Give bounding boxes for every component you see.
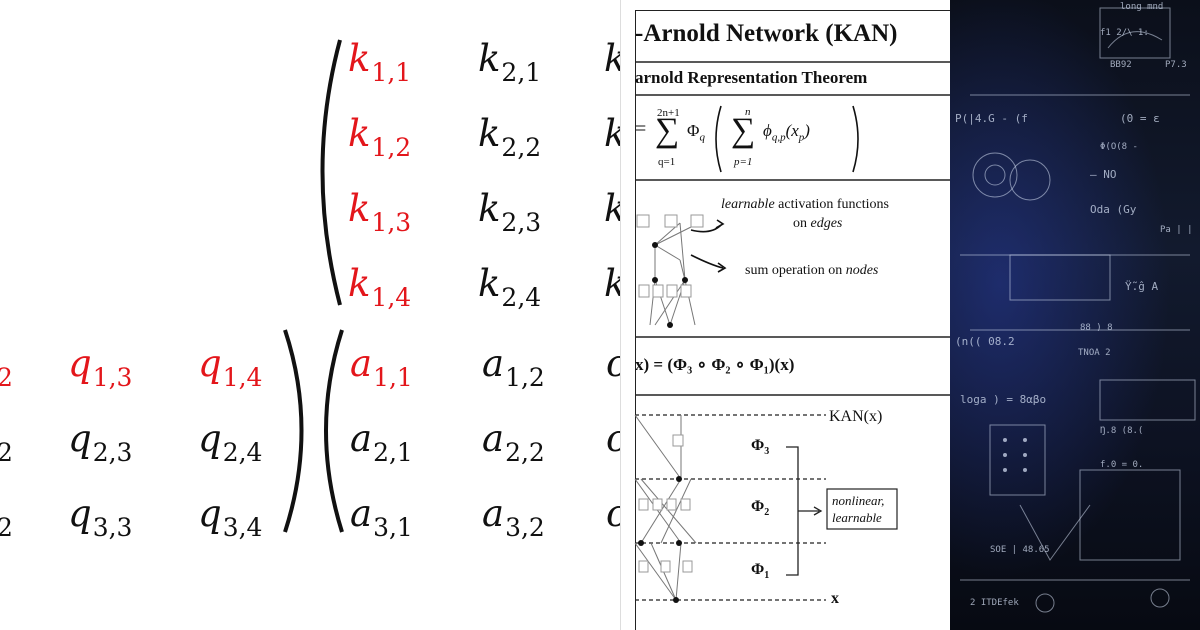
annotation-edges-line2: on edges: [793, 216, 843, 231]
inner-func: ϕq,p(xp): [763, 121, 810, 144]
scribble-11: Ÿ̃.ĝ A: [1125, 280, 1159, 293]
k-cut-4: k: [604, 265, 620, 302]
kan-output-label: KAN(x): [829, 408, 883, 425]
q-2-2-partial: 2: [0, 437, 13, 467]
inner-sum-top: n: [745, 106, 751, 118]
scribble-2: f1 2/\ 1:: [1100, 28, 1149, 38]
a-matrix-left-paren: [324, 329, 344, 533]
theorem-title: arnold Representation Theorem: [635, 68, 868, 87]
q-1-4: q1,4: [198, 342, 263, 392]
chalk-sketches: [960, 7, 1196, 613]
k-2-1: k2,1: [478, 37, 542, 87]
nonlinear-box: [826, 488, 898, 530]
scribble-10: Pa | |: [1160, 225, 1193, 235]
q-1-3: q1,3: [68, 342, 133, 392]
k-cut-3: k: [604, 190, 620, 227]
scribble-19: 2 ITDEfek: [970, 598, 1019, 608]
kan-dividers: [635, 61, 951, 396]
a-2-2: a2,2: [482, 417, 545, 467]
scribble-15: loga ) = 8αβο: [960, 393, 1047, 406]
k-matrix-left-paren: [320, 39, 342, 306]
q-2-3: q2,3: [68, 417, 133, 467]
q-1-2-partial: 2: [0, 362, 13, 392]
box-line1: nonlinear,: [832, 493, 885, 508]
q-2-4: q2,4: [198, 417, 263, 467]
q-matrix-right-paren: [283, 329, 304, 533]
small-network: [636, 214, 704, 328]
phi2-label: Φ2: [751, 498, 770, 519]
annotation-arrows: [690, 219, 727, 273]
a-2-1: a2,1: [350, 417, 413, 467]
scribble-6: (0 = ε: [1120, 112, 1160, 125]
scribble-5: Ρ(|4.G - (f: [955, 112, 1028, 125]
k-cut-1: k: [604, 40, 620, 77]
kan-frame: [635, 10, 951, 630]
k-1-3: k1,3: [348, 187, 412, 237]
q-3-2-partial: 2: [0, 512, 13, 542]
outer-func: Φq: [687, 121, 705, 144]
matrix-panel: k1,1 k2,1 k1,2 k2,2 k1,3 k2,3 k1,4 k2,4 …: [0, 37, 620, 542]
deep-network: [634, 414, 898, 603]
scribble-9: Oda (Gy: [1090, 203, 1137, 216]
scribble-14: TNOA 2: [1078, 348, 1111, 358]
kan-title: -Arnold Network (KAN): [635, 20, 898, 47]
formula-eq: =: [635, 118, 647, 140]
scribble-4: P7.3: [1165, 60, 1187, 70]
inner-sum-bottom: p=1: [734, 156, 753, 168]
annotation-nodes: sum operation on nodes: [745, 263, 879, 278]
q-3-3: q3,3: [68, 492, 133, 542]
scribble-8: — NO: [1090, 168, 1117, 181]
k-cut-2: k: [604, 115, 620, 152]
k-1-1: k1,1: [348, 37, 412, 87]
a-cut-2: c: [606, 420, 620, 457]
scribble-13: (n(( 08.2: [955, 335, 1015, 348]
composition-formula: x) = (Φ₃ ∘ Φ₂ ∘ Φ₁)(x): [635, 355, 795, 374]
k-2-4: k2,4: [478, 262, 542, 312]
annotation-edges: learnable activation functions: [721, 197, 889, 212]
scribble-17: f.0 = 0.: [1100, 460, 1144, 470]
a-3-2: a3,2: [482, 492, 545, 542]
phi1-label: Φ1: [751, 561, 770, 582]
k-1-4: k1,4: [348, 262, 412, 312]
scribble-18: SOE | 48.65: [990, 545, 1050, 555]
k-1-2: k1,2: [348, 112, 412, 162]
scribble-16: Ŋ.8 (8.(: [1100, 426, 1144, 436]
a-1-2: a1,2: [482, 342, 545, 392]
kan-panel: -Arnold Network (KAN) arnold Representat…: [620, 0, 951, 630]
a-cut-1: c: [606, 345, 620, 382]
outer-sum-sigma: ∑: [655, 112, 680, 149]
q-3-4: q3,4: [198, 492, 263, 542]
phi3-label: Φ3: [751, 437, 770, 458]
input-x-label: x: [831, 590, 839, 607]
equations-background-image: long mnd f1 2/\ 1: BB92 P7.3 Ρ(|4.G - (f…: [950, 0, 1200, 630]
outer-sum-top: 2n+1: [657, 107, 680, 119]
k-2-3: k2,3: [478, 187, 542, 237]
inner-sum-sigma: ∑: [731, 112, 756, 149]
matrix-brackets: [283, 39, 344, 533]
k-2-2: k2,2: [478, 112, 542, 162]
scribble-12: 88 ) 8: [1080, 323, 1113, 333]
a-cut-3: c: [606, 495, 620, 532]
a-1-1: a1,1: [350, 342, 413, 392]
scribble-3: BB92: [1110, 60, 1132, 70]
box-line2: learnable: [832, 510, 882, 525]
outer-sum-bottom: q=1: [658, 156, 676, 168]
scribble-1: long mnd: [1120, 2, 1164, 12]
a-3-1: a3,1: [350, 492, 413, 542]
formula-parens: [715, 105, 859, 173]
scribble-7: Φ(O(8 -: [1100, 142, 1138, 152]
